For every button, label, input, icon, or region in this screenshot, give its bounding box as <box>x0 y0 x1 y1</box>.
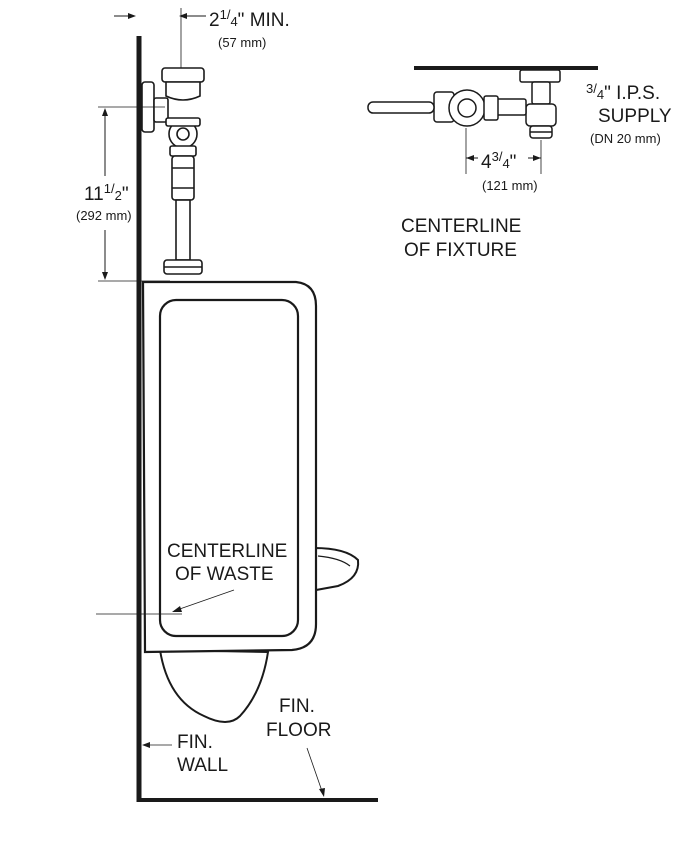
supply-label: SUPPLY <box>598 106 672 127</box>
setback-dimension-lines <box>114 8 206 68</box>
fin-wall-label: FIN. <box>177 732 213 753</box>
fin-wall-label-2: WALL <box>177 755 228 776</box>
fin-floor-label-2: FLOOR <box>266 720 331 741</box>
waste-centerline-mark <box>96 589 235 615</box>
height-dimension-metric: (292 mm) <box>76 208 132 223</box>
flush-valve-vertical <box>141 67 205 275</box>
setback-dimension-metric: (57 mm) <box>218 35 266 50</box>
height-dimension-label: 111/2" <box>84 181 129 205</box>
centerline-waste-label: CENTERLINE <box>167 541 287 562</box>
offset-dimension-label: 43/4" <box>481 149 516 173</box>
centerline-waste-label-2: OF WASTE <box>175 564 274 585</box>
offset-dimension-lines <box>465 128 542 174</box>
urinal-fixture <box>141 280 360 723</box>
fin-floor-label: FIN. <box>279 696 315 717</box>
setback-dimension-label: 21/4" MIN. <box>209 7 290 31</box>
flush-valve-plan-view <box>367 69 561 139</box>
supply-metric: (DN 20 mm) <box>590 131 661 146</box>
fin-floor-leader <box>306 747 325 797</box>
supply-size-label: 3/4" I.P.S. <box>586 81 660 104</box>
centerline-fixture-label-2: OF FIXTURE <box>404 240 517 261</box>
centerline-fixture-label: CENTERLINE <box>401 216 521 237</box>
offset-dimension-metric: (121 mm) <box>482 178 538 193</box>
fin-wall-leader <box>142 742 172 748</box>
